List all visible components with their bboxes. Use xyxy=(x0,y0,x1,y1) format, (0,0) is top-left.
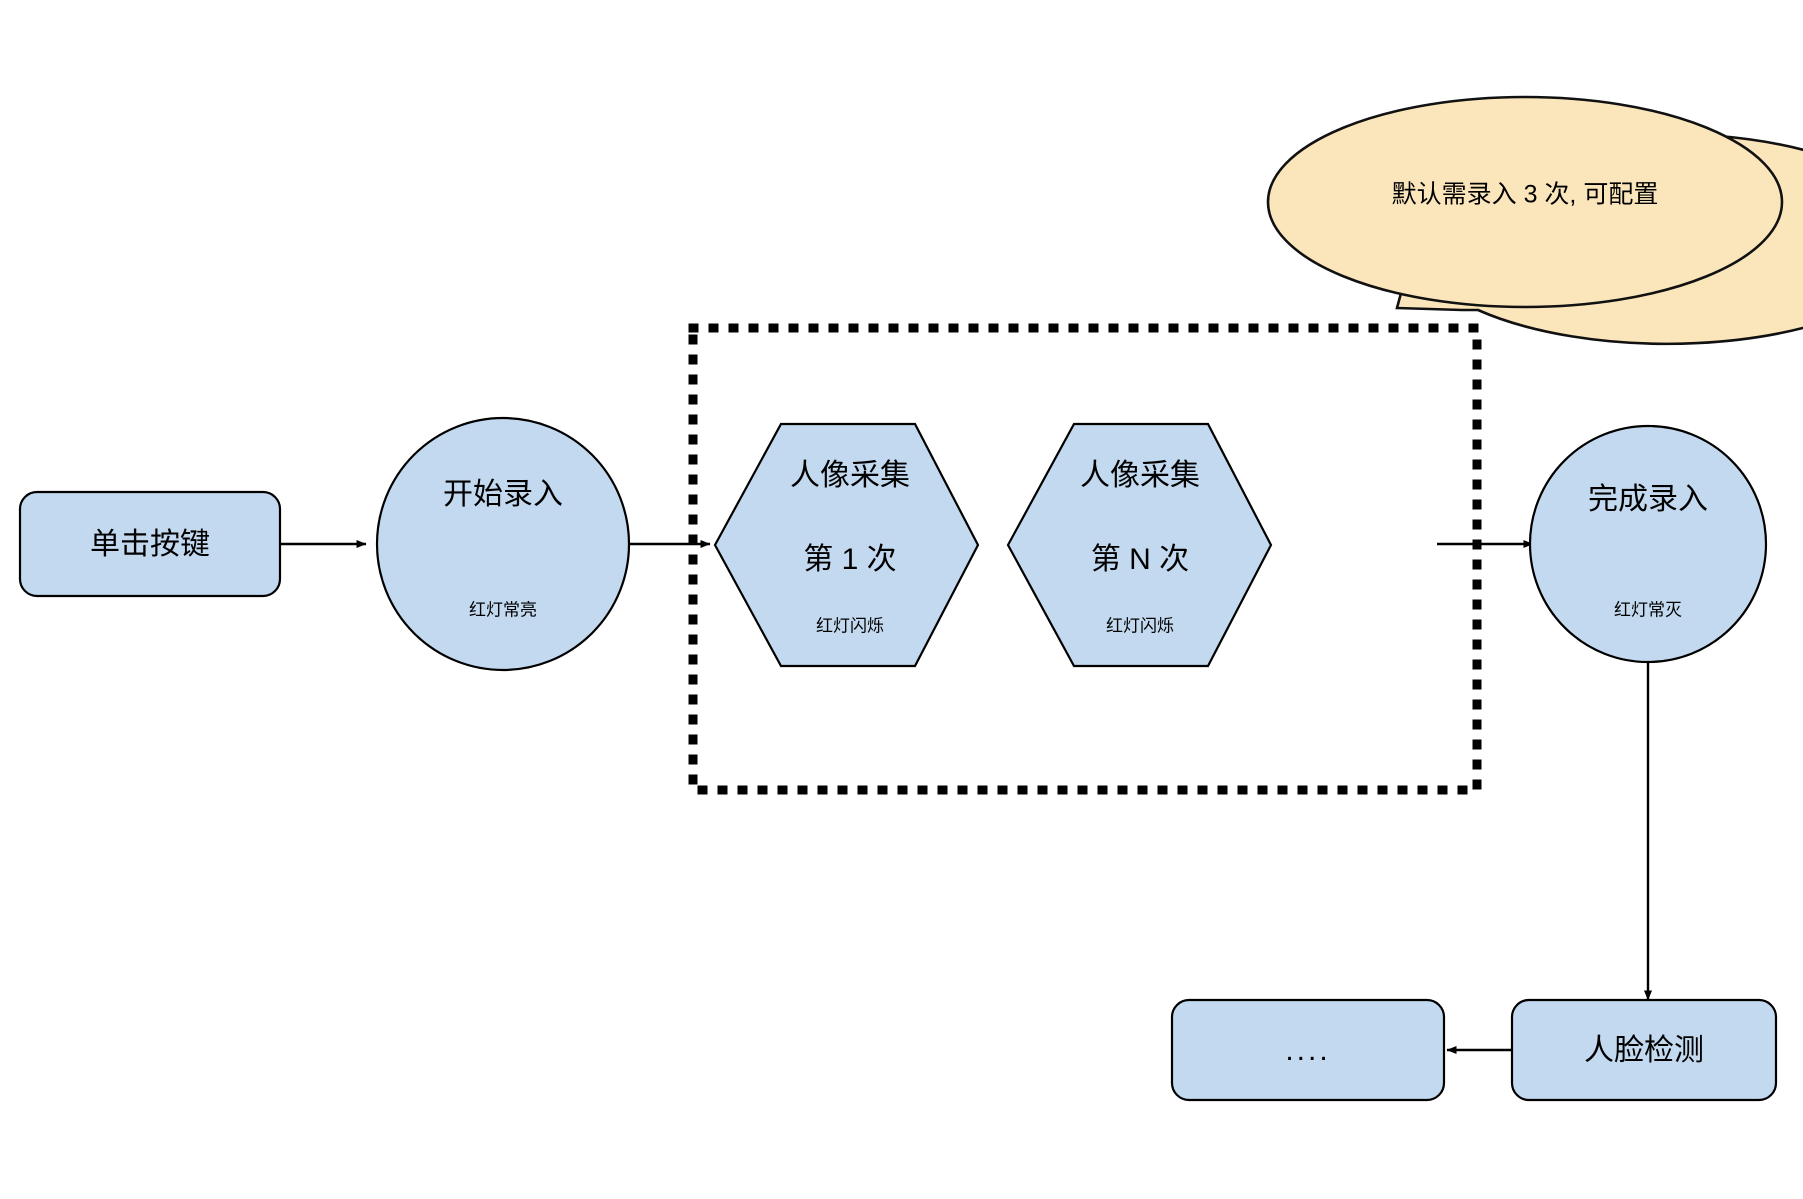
node-start-enroll[interactable]: 开始录入 红灯常亮 xyxy=(375,416,631,672)
callout-bubble: 默认需录入 3 次, 可配置 xyxy=(1266,95,1803,346)
callout-text: 默认需录入 3 次, 可配置 xyxy=(1392,181,1659,209)
node-capture-first[interactable]: 人像采集 第 1 次 红灯闪烁 xyxy=(713,422,980,668)
node-capture-nth-label: 人像采集 xyxy=(1080,459,1200,492)
node-face-detect-label: 人脸检测 xyxy=(1584,1034,1704,1067)
node-click-key-label: 单击按键 xyxy=(90,528,210,561)
capture-loop-group xyxy=(688,323,1482,795)
node-more-steps-label: .... xyxy=(1285,1034,1330,1067)
node-capture-first-sublabel: 红灯闪烁 xyxy=(816,616,884,635)
node-finish-enroll-sublabel: 红灯常灭 xyxy=(1614,600,1682,619)
node-start-enroll-label: 开始录入 xyxy=(443,478,563,511)
node-more-steps[interactable]: .... xyxy=(1170,998,1446,1102)
node-capture-first-label2: 第 1 次 xyxy=(803,543,896,576)
node-finish-enroll-label: 完成录入 xyxy=(1588,483,1708,516)
node-capture-nth-label2: 第 N 次 xyxy=(1091,543,1189,576)
node-capture-nth[interactable]: 人像采集 第 N 次 红灯闪烁 xyxy=(1006,422,1273,668)
node-click-key[interactable]: 单击按键 xyxy=(18,490,282,598)
node-capture-first-label: 人像采集 xyxy=(790,459,910,492)
node-face-detect[interactable]: 人脸检测 xyxy=(1510,998,1778,1102)
node-finish-enroll[interactable]: 完成录入 红灯常灭 xyxy=(1528,424,1768,664)
node-capture-nth-sublabel: 红灯闪烁 xyxy=(1106,616,1174,635)
node-start-enroll-sublabel: 红灯常亮 xyxy=(469,600,537,619)
